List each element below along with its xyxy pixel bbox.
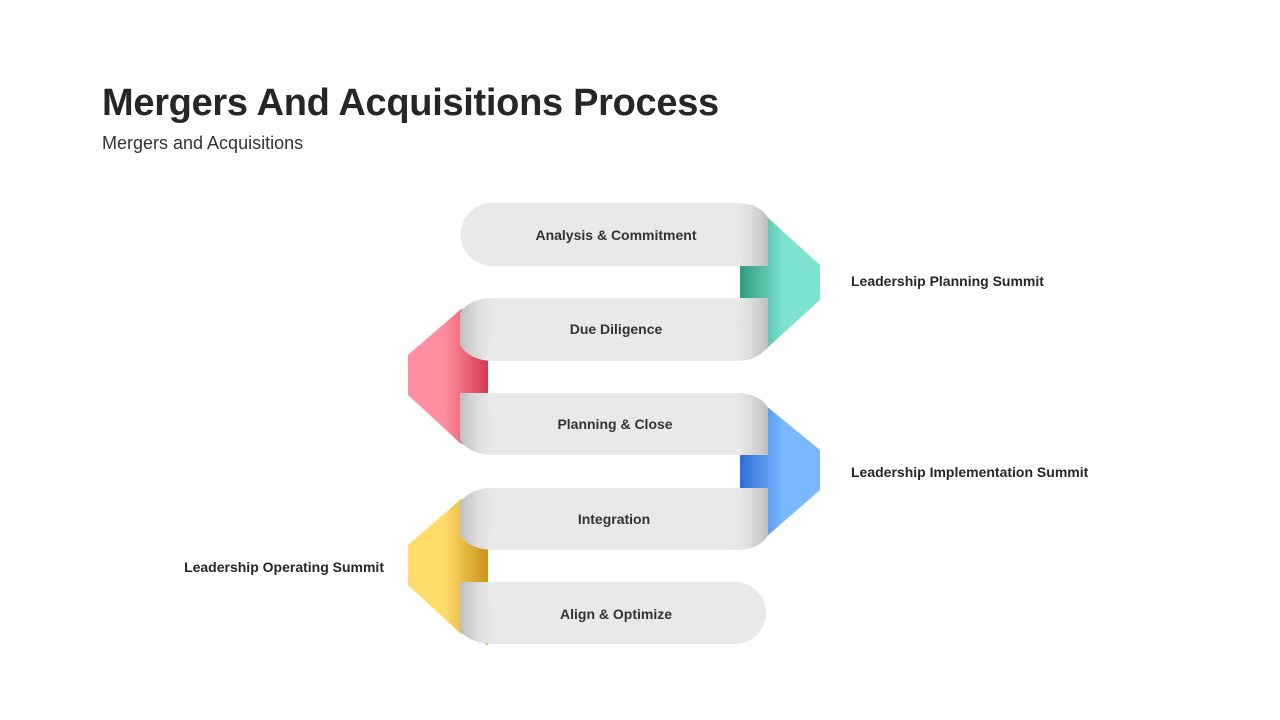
- step-bar-3: Planning & Close: [460, 393, 768, 455]
- step-label-5: Align & Optimize: [560, 606, 672, 622]
- step-bar-1: Analysis & Commitment: [460, 203, 768, 266]
- slide-subtitle: Mergers and Acquisitions: [102, 133, 304, 153]
- step-label-2: Due Diligence: [570, 321, 663, 337]
- slide-title: Mergers And Acquisitions Process: [102, 82, 719, 124]
- step-bar-5: Align & Optimize: [460, 582, 766, 644]
- step-bar-4: Integration: [460, 488, 768, 550]
- summary-label-implementation: Leadership Implementation Summit: [851, 464, 1089, 480]
- summary-label-operating: Leadership Operating Summit: [184, 559, 384, 575]
- step-label-3: Planning & Close: [557, 416, 672, 432]
- step-bar-2: Due Diligence: [460, 298, 768, 361]
- step-label-1: Analysis & Commitment: [535, 227, 696, 243]
- summary-label-planning: Leadership Planning Summit: [851, 273, 1044, 289]
- step-label-4: Integration: [578, 511, 650, 527]
